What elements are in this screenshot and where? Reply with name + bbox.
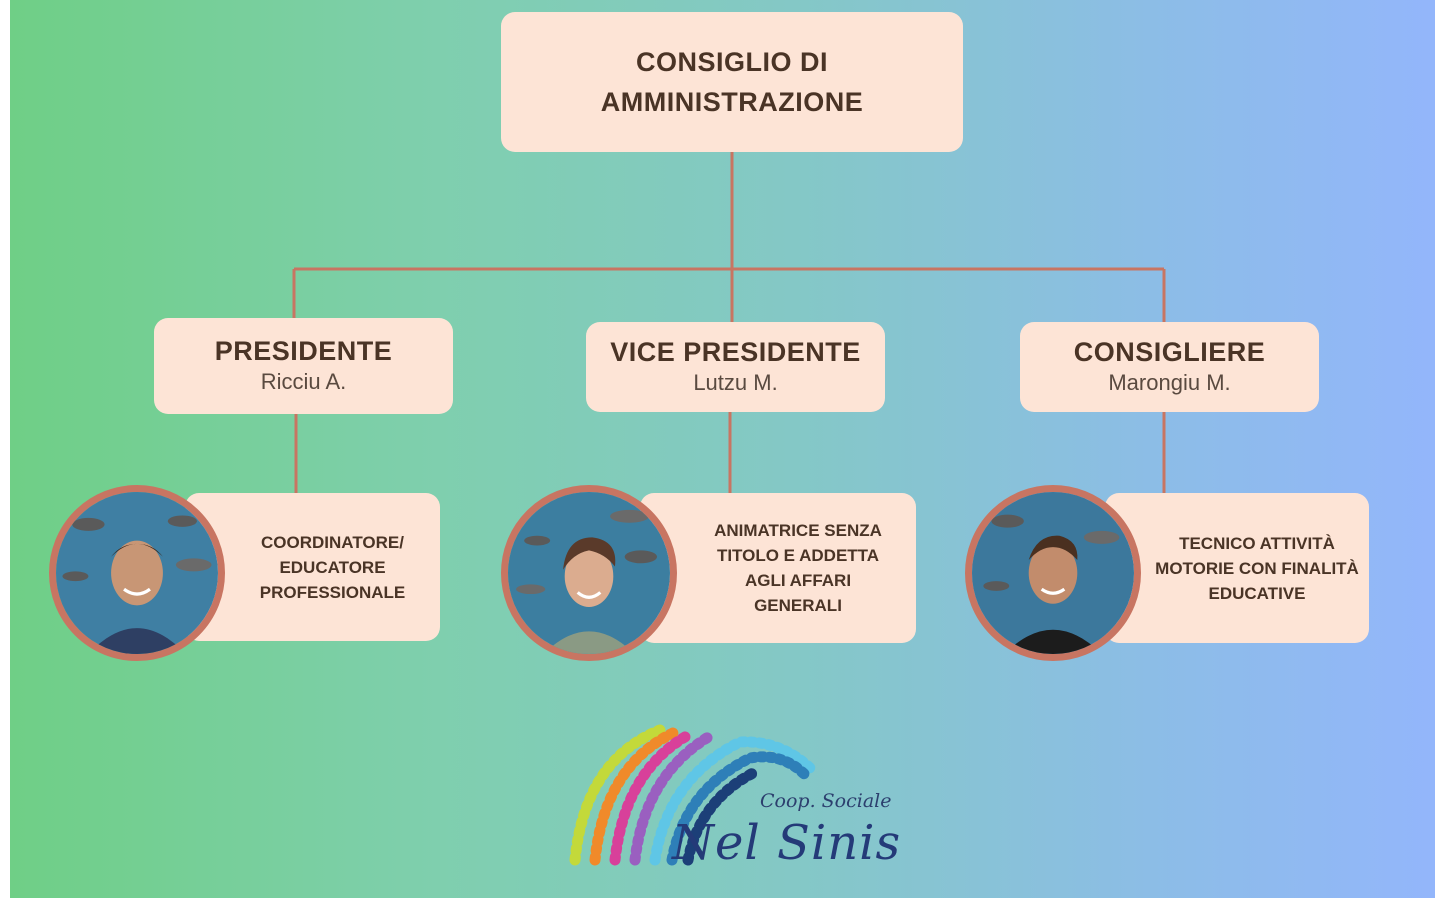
rainbow-logo-icon — [569, 724, 816, 866]
avatar-vice-president — [501, 485, 677, 661]
role-box-councillor: CONSIGLIERE Marongiu M. — [1020, 322, 1319, 412]
role-name: Marongiu M. — [1108, 370, 1231, 395]
org-chart: CONSIGLIO DI AMMINISTRAZIONE PRESIDENTE … — [10, 0, 1435, 898]
role-name: Lutzu M. — [693, 370, 778, 395]
role-description: ANIMATRICE SENZA TITOLO E ADDETTA AGLI A… — [714, 521, 882, 615]
description-box-vice-president: ANIMATRICE SENZA TITOLO E ADDETTA AGLI A… — [640, 493, 916, 643]
logo-name: Nel Sinis — [672, 815, 902, 871]
role-title: PRESIDENTE — [214, 336, 393, 366]
board-title: CONSIGLIO DI AMMINISTRAZIONE — [600, 47, 864, 117]
role-title: CONSIGLIERE — [1073, 337, 1266, 367]
board-box: CONSIGLIO DI AMMINISTRAZIONE — [501, 12, 963, 152]
description-box-councillor: TECNICO ATTIVITÀ MOTORIE CON FINALITÀ ED… — [1105, 493, 1369, 643]
role-description: COORDINATORE/ EDUCATORE PROFESSIONALE — [259, 532, 406, 602]
role-name: Ricciu A. — [260, 369, 347, 394]
role-description: TECNICO ATTIVITÀ MOTORIE CON FINALITÀ ED… — [1155, 533, 1359, 603]
role-title: VICE PRESIDENTE — [610, 337, 861, 367]
logo-subtitle: Coop. Sociale — [760, 790, 892, 812]
role-box-president: PRESIDENTE Ricciu A. — [154, 318, 453, 414]
connector-lines — [292, 152, 1166, 493]
description-box-president: COORDINATORE/ EDUCATORE PROFESSIONALE — [185, 493, 440, 641]
avatar-president — [49, 485, 225, 661]
avatar-councillor — [965, 485, 1141, 661]
role-box-vice-president: VICE PRESIDENTE Lutzu M. — [586, 322, 885, 412]
